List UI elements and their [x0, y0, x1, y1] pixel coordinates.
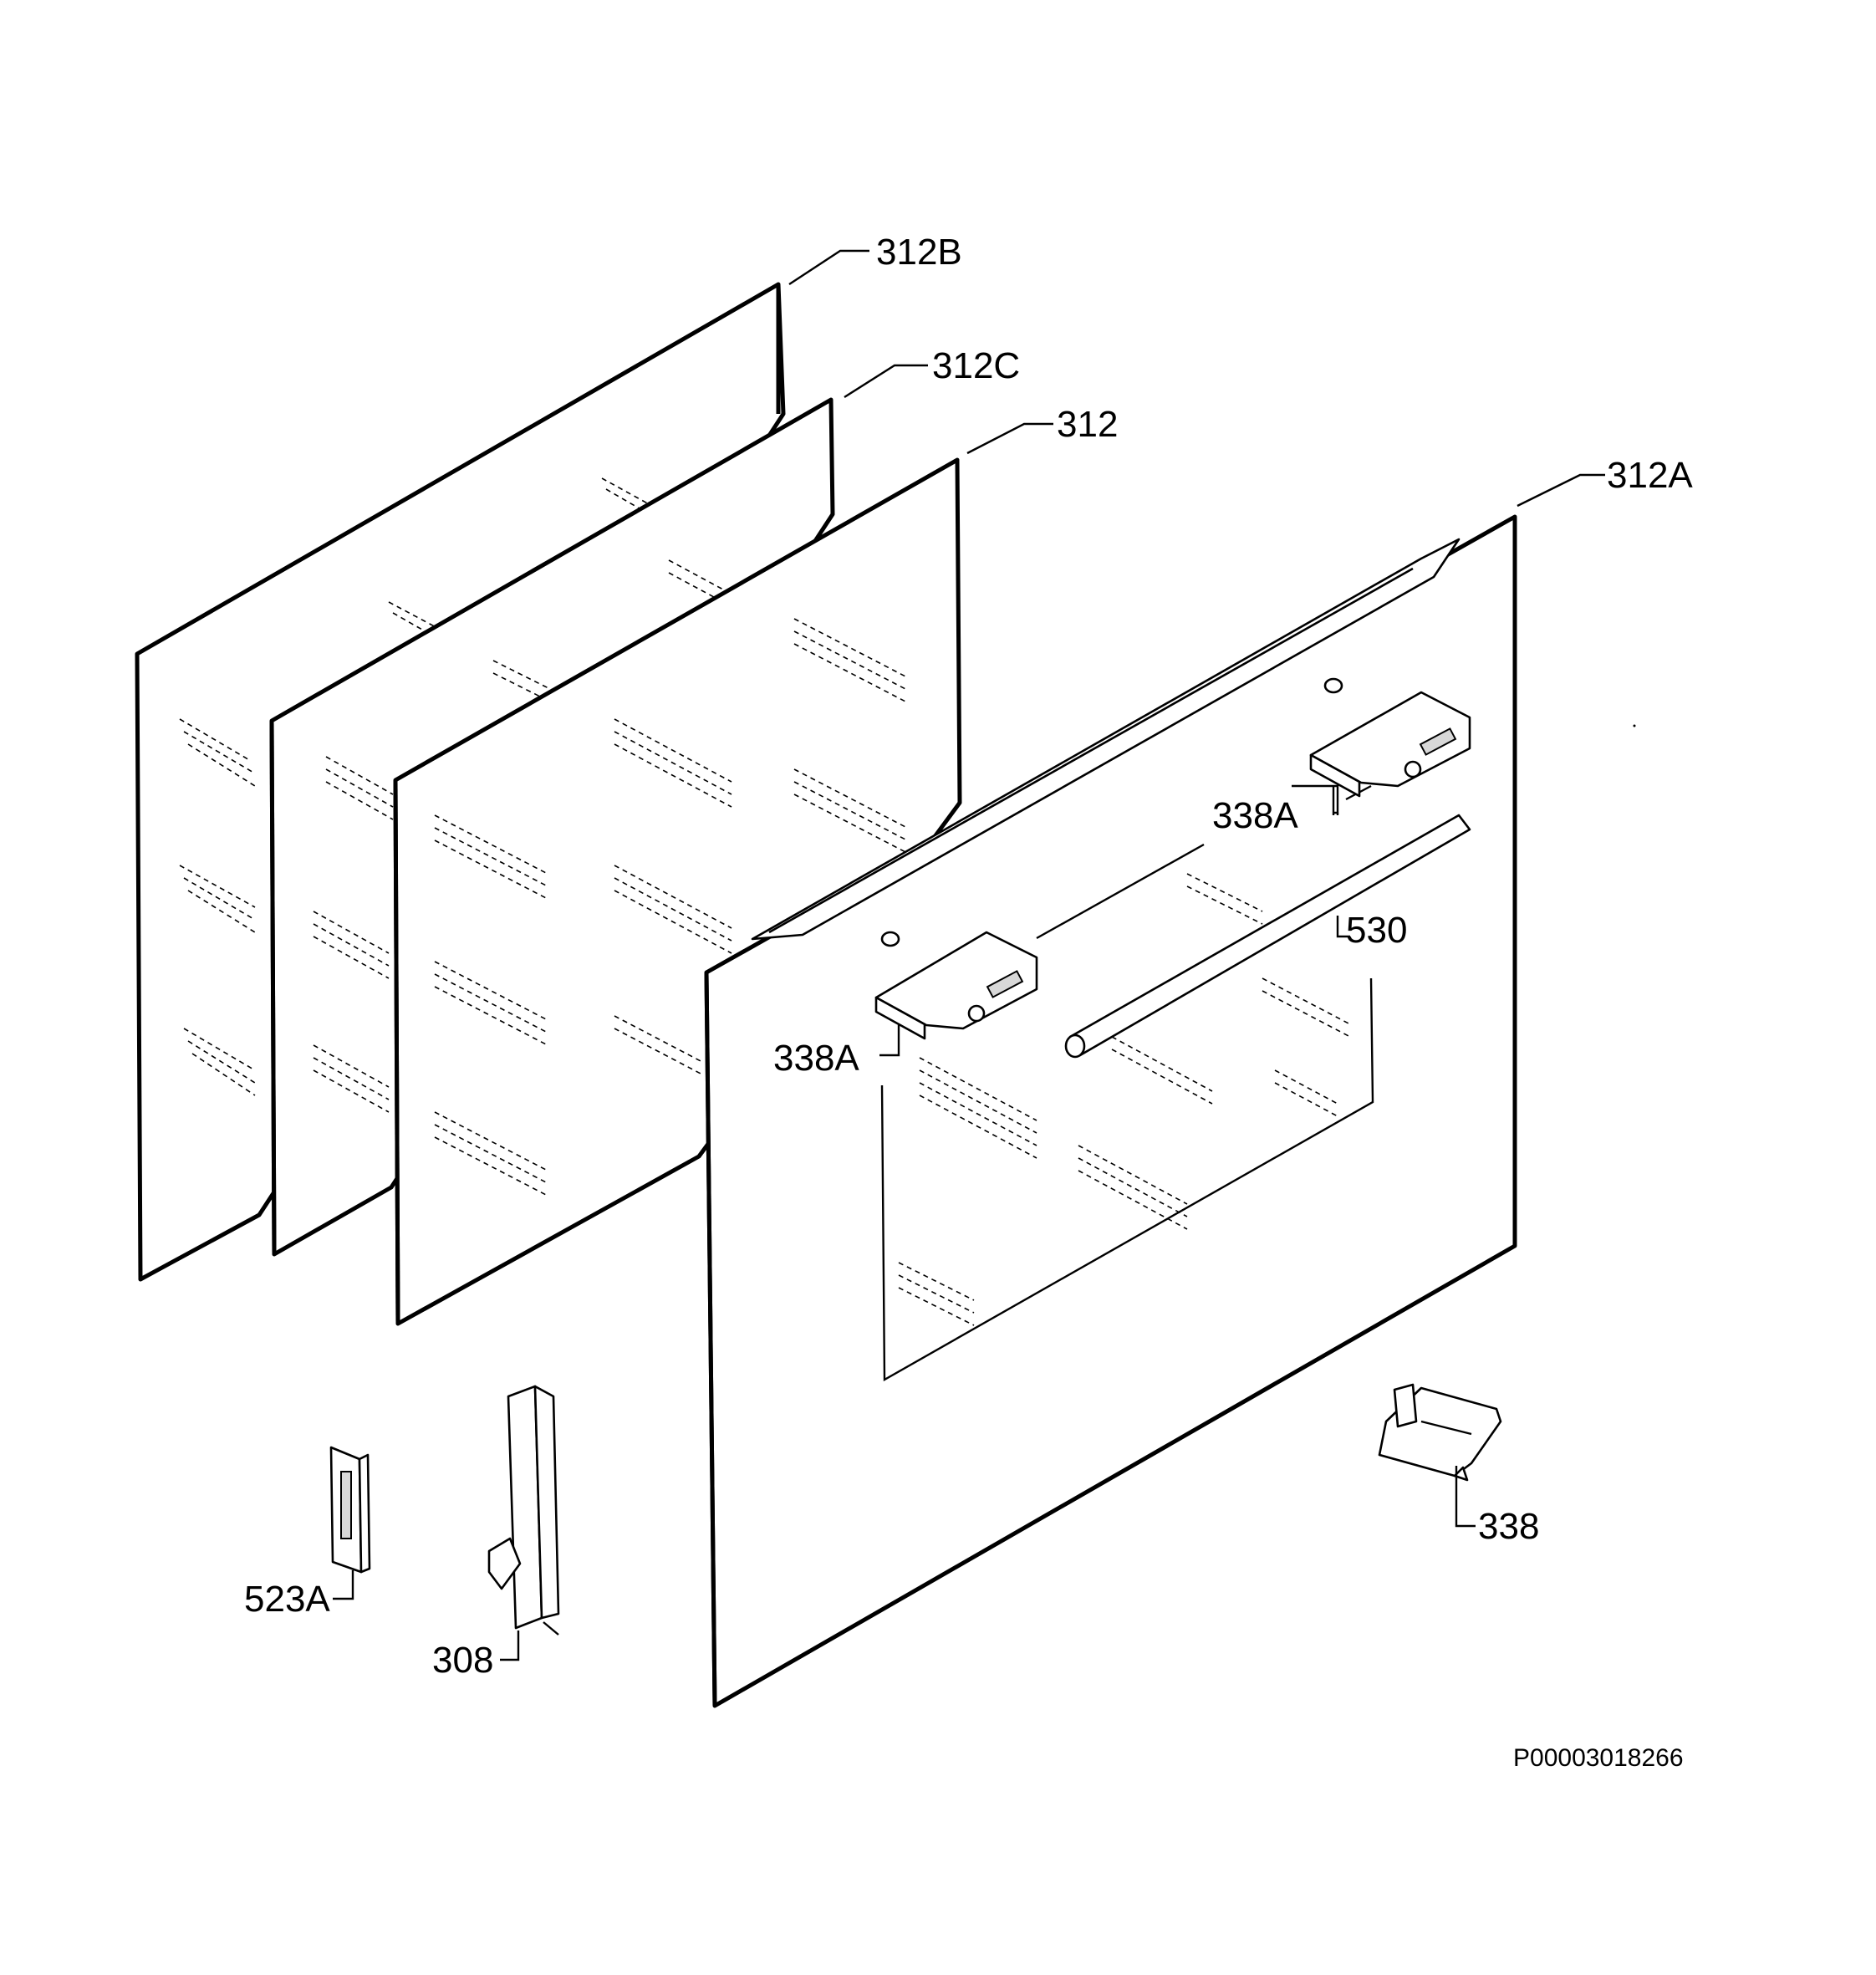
front-glass-panel-312a	[704, 514, 1517, 1708]
glass-312a-pattern	[898, 873, 1351, 1326]
callout-338a-left: 338A	[773, 1038, 859, 1079]
top-trim-strip	[751, 538, 1461, 941]
clip-523a	[329, 1446, 371, 1574]
glass-312c-pattern	[313, 559, 724, 1113]
glass-pane-312	[393, 457, 962, 1326]
callout-308: 308	[432, 1640, 493, 1681]
stray-dot	[1633, 724, 1636, 727]
callout-312c: 312C	[932, 345, 1020, 386]
window-outline	[880, 977, 1374, 1382]
callout-530: 530	[1346, 910, 1407, 951]
leader-lines	[333, 249, 1605, 1661]
callout-338: 338	[1478, 1506, 1539, 1547]
hinge-cover-left-338a	[874, 931, 1038, 1040]
callout-312a: 312A	[1607, 455, 1693, 496]
document-number: P00003018266	[1513, 1744, 1684, 1772]
glass-312-pattern	[434, 618, 908, 1197]
hinge-308	[487, 1385, 560, 1636]
hinge-cover-right-338a	[1309, 691, 1471, 798]
callout-312b: 312B	[876, 232, 962, 273]
callout-338a-right: 338A	[1212, 795, 1298, 836]
callout-312: 312	[1057, 404, 1118, 445]
screw-hole-right	[1323, 677, 1343, 694]
screw-hole-left	[880, 931, 900, 947]
handle-rod-530	[1064, 814, 1471, 1059]
bracket-338	[1378, 1383, 1502, 1482]
callout-523a: 523A	[244, 1579, 330, 1620]
